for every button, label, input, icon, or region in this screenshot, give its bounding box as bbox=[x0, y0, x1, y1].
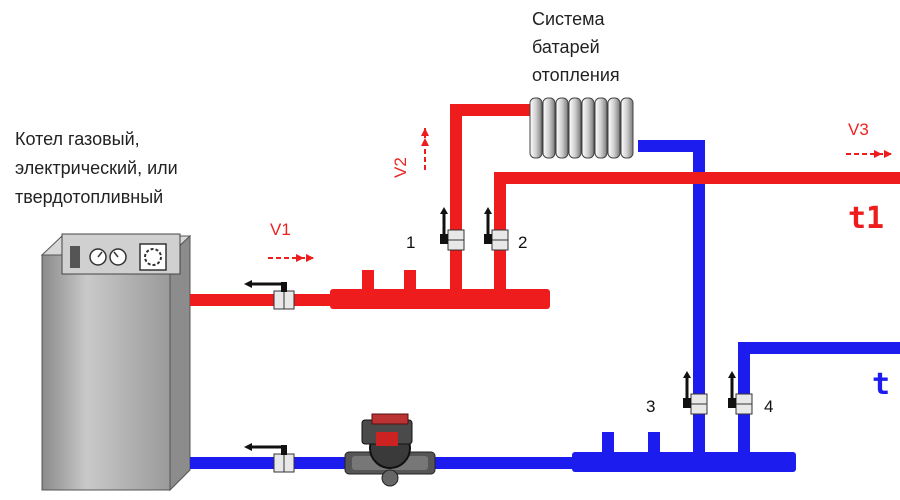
boiler-label-line-3: твердотопливный bbox=[15, 187, 163, 207]
boiler-label-line-2: электрический, или bbox=[15, 158, 178, 178]
valve-number-3: 3 bbox=[646, 397, 655, 416]
radiator-section bbox=[620, 97, 634, 159]
valve-number-4: 4 bbox=[764, 397, 773, 416]
ball-valve-1[interactable] bbox=[440, 207, 465, 251]
circulation-pump-icon bbox=[344, 413, 436, 487]
temperature-label-t1: t1 bbox=[848, 201, 884, 236]
radiator-icon bbox=[529, 97, 634, 159]
temperature-label-t2: t bbox=[872, 367, 890, 402]
boiler-label-line-1: Котел газовый, bbox=[15, 129, 140, 149]
flow-label-v1: V1 bbox=[270, 220, 291, 239]
supply-pipes bbox=[190, 104, 900, 309]
ball-valve-3[interactable] bbox=[683, 371, 708, 415]
radiators-label-line-1: Система bbox=[532, 9, 605, 29]
valve-number-1: 1 bbox=[406, 233, 415, 252]
flow-arrow-v2 bbox=[421, 128, 429, 170]
boiler bbox=[40, 233, 192, 492]
boiler-label: Котел газовый, электрический, или твердо… bbox=[15, 129, 178, 207]
radiator-section bbox=[542, 97, 556, 159]
flow-arrow-v3 bbox=[846, 150, 892, 158]
ball-valve-4[interactable] bbox=[728, 371, 753, 415]
radiator-section bbox=[607, 97, 621, 159]
radiator-section bbox=[529, 97, 543, 159]
supply-ball-valve[interactable] bbox=[244, 280, 295, 310]
return-ball-valve[interactable] bbox=[244, 443, 295, 473]
radiator-section bbox=[594, 97, 608, 159]
valve-number-2: 2 bbox=[518, 233, 527, 252]
ball-valve-2[interactable] bbox=[484, 207, 509, 251]
radiators-label-line-2: батарей bbox=[532, 37, 600, 57]
radiators-label: Система батарей отопления bbox=[532, 9, 620, 85]
flow-label-v2: V2 bbox=[391, 157, 410, 178]
radiator-section bbox=[581, 97, 595, 159]
radiators-label-line-3: отопления bbox=[532, 65, 620, 85]
flow-label-v3: V3 bbox=[848, 120, 869, 139]
flow-arrow-v1 bbox=[268, 254, 314, 262]
radiator-section bbox=[568, 97, 582, 159]
radiator-section bbox=[555, 97, 569, 159]
